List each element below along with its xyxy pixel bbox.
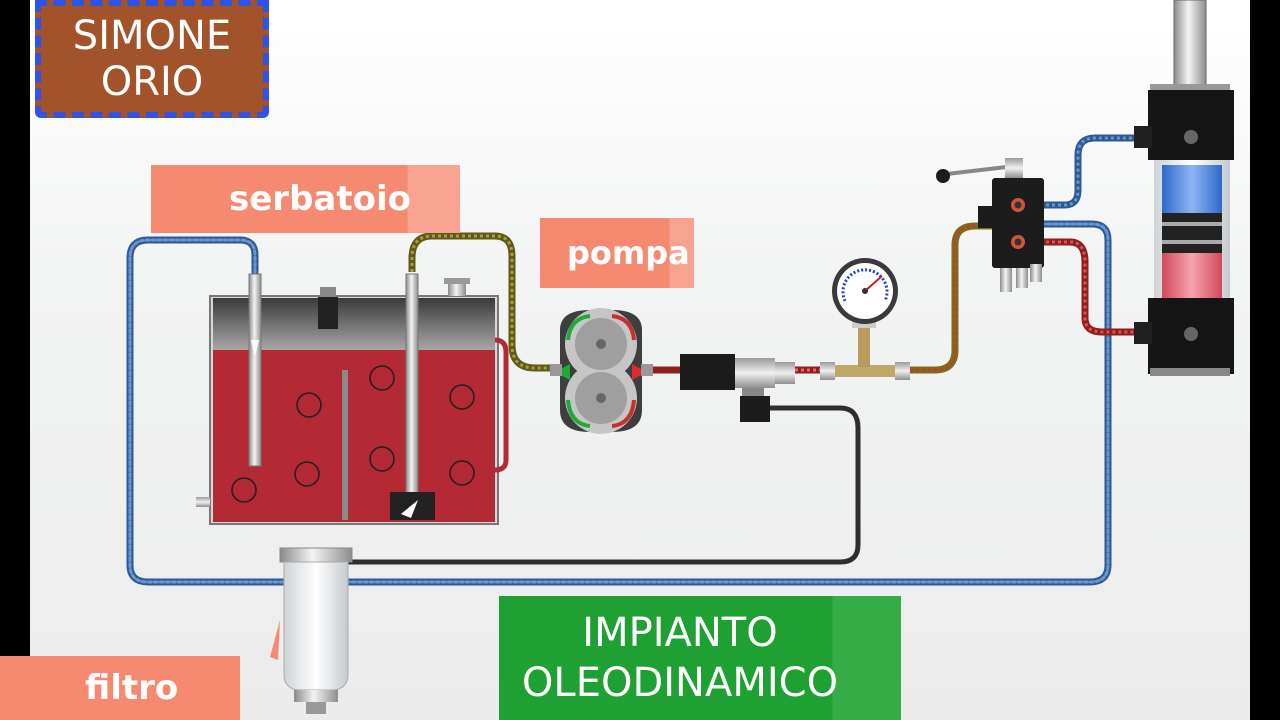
diagram-title: IMPIANTO OLEODINAMICO [499,596,901,720]
hydraulic-cylinder [1134,0,1234,376]
suction-hose [408,232,560,372]
author-logo: SIMONE ORIO [35,0,269,118]
author-last-name: ORIO [100,59,204,105]
diagram-canvas [30,0,1250,720]
filter [270,547,353,714]
filter-label: filtro [0,656,240,720]
gear-pump [550,308,653,434]
return-hose [126,220,1112,586]
tank [196,273,509,525]
pressure-hose [650,222,1000,374]
hydraulic-circuit-diagram [126,0,1234,714]
tank-label: serbatoio [151,165,460,233]
title-line-1: IMPIANTO [582,610,778,656]
pump-label-text: pompa [567,234,690,272]
title-line-2: OLEODINAMICO [521,660,839,706]
drain-hose [330,405,861,565]
pump-label: pompa [540,218,694,288]
cylinder-upper-hose [1040,134,1140,209]
oil-swirl-icons [231,365,475,503]
tank-label-text: serbatoio [229,179,411,219]
pressure-gauge [820,258,910,380]
directional-valve [936,158,1044,292]
filter-label-text: filtro [85,668,179,708]
cylinder-lower-hose [1040,238,1140,336]
author-first-name: SIMONE [72,13,232,59]
relief-valve [680,354,795,422]
